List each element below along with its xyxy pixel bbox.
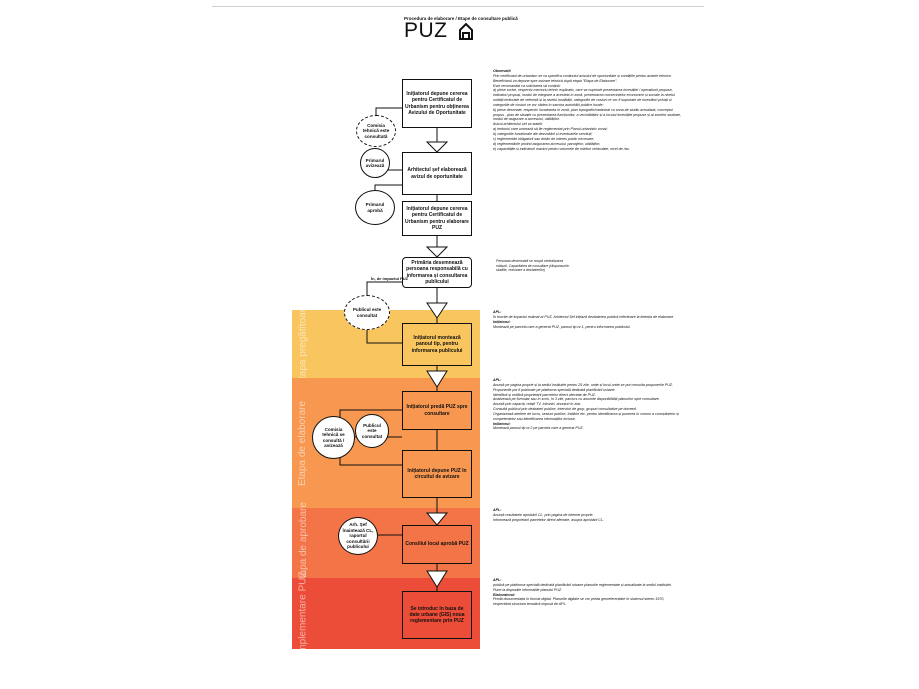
side-note: Persoana desemnată se ocupă centralizare… [496, 259, 570, 273]
top-divider [212, 6, 704, 7]
note-heading: APL: [493, 578, 502, 582]
step-info-panel: Inițiatorul montează panoul tip, pentru … [402, 323, 472, 366]
note-line: Montează panoul tip nr.2 pe parcela care… [493, 426, 584, 431]
note-line: d) reglementările privind asigurarea acc… [493, 141, 601, 146]
note-line: Anunță pe pagina proprie și la sediul in… [493, 382, 673, 387]
step-council-approval: Consiliul local aprobă PUZ [402, 525, 472, 564]
node-public-consulted-elab: Publicul este consultat [355, 414, 389, 448]
note-heading: Inițiatorul: [493, 421, 511, 426]
note-line: Organizează ateliere de lucru, sesiuni p… [493, 411, 679, 421]
note-heading: Observații [493, 69, 511, 73]
notes-implementation: APL:publică pe platforma specială dedica… [493, 578, 683, 607]
node-technical-commission: Comisia tehnică este consultată [356, 115, 396, 147]
stage-approval: Etapa de aprobare [292, 502, 480, 584]
node-public-consulted-prep: Publicul este consultat [344, 295, 390, 330]
note-heading: Elaboratorul: [493, 592, 516, 597]
step-cu-opportunity-request: Inițiatorul depune cererea pentru Certif… [402, 79, 472, 128]
note-line: Este recomandat ca solicitarea să conțin… [493, 83, 561, 88]
note-line: Consultă publicul prin dezbateri publice… [493, 407, 638, 412]
note-line: publică pe platforma specială dedicată p… [493, 582, 672, 587]
note-line: Informează proprietarii parcelelor direc… [493, 517, 604, 522]
node-chief-architect-report: Arh. Șef înaintează CL, raportul consult… [338, 517, 378, 555]
step-submit-consultation: Inițiatorul predă PUZ spre consultare [402, 391, 472, 430]
document-subtitle: Procedura de elaborare / Etape de consul… [404, 16, 518, 21]
node-mayor-endorses: Primarul avizează [360, 148, 390, 178]
note-heading: APL: [493, 378, 502, 382]
document-title: PUZ [404, 19, 448, 42]
note-line: a) piese scrise, respectiv memoriu tehni… [493, 88, 675, 107]
stage-implementation: Implementare PUZ [292, 572, 480, 655]
note-line: Prin certificatul de urbanism se va spec… [493, 73, 672, 78]
note-line: În funcție de impactul estimat al PUZ, A… [493, 314, 674, 319]
step-responsible-person: Primăria desemnează persoana responsabil… [402, 257, 472, 288]
note-line: Propunerile pot fi publicate pe platform… [493, 387, 616, 392]
note-line: Montează pe parcela care a generat PUZ, … [493, 324, 630, 329]
house-icon [459, 22, 473, 40]
note-line: Anunță rezultatele aprobării CL, prin pa… [493, 512, 594, 517]
note-line: Beneficiarul va depune spre avizare tehn… [493, 78, 618, 83]
note-line: Avizul arhitectului șef va stabili: [493, 122, 543, 127]
notes-approval: APL:Anunță rezultatele aprobării CL, pri… [493, 508, 683, 523]
step-opportunity-notice: Arhitectul șef elaborează avizul de opor… [402, 152, 472, 195]
note-line: Pune la dispoziție informațiile planului… [493, 587, 563, 592]
note-line: Analizează pe formular sau în scris, în … [493, 397, 660, 402]
note-line: b) categoriile funcționale ale dezvoltăr… [493, 131, 593, 136]
note-line: b) piese desenate, respectiv încadrarea … [493, 107, 681, 122]
step-gis-database: Se introduc în baza de date urbane (GIS)… [402, 591, 472, 639]
note-heading: Inițiatorul: [493, 319, 511, 324]
note-line: c) reglementări obligatorii sau dotări d… [493, 136, 595, 141]
step-approval-circuit: Inițiatorul depune PUZ în circuitul de a… [402, 450, 472, 498]
notes-elaboration: APL:Anunță pe pagina proprie și la sediu… [493, 378, 683, 431]
node-technical-commission-elab: Comisia tehnică se consultă / avizează [312, 416, 355, 459]
note-line: Predă documentația în format digital. Pl… [493, 597, 665, 607]
note-heading: APL: [493, 310, 502, 314]
note-line: a) teritoriul care urmează să fie reglem… [493, 127, 608, 132]
step-cu-puz-request: Inițiatorul depune cererea pentru Certif… [402, 201, 472, 236]
node-mayor-approves: Primarul aprobă [355, 190, 395, 225]
note-heading: APL: [493, 508, 502, 512]
note-line: Anunță prin capaciți, relații TV, întrun… [493, 402, 582, 407]
impact-label: În, de impactul PUZ [371, 276, 409, 281]
note-line: e) capacitățile și indicatorii maximi pe… [493, 146, 631, 151]
notes-preparatory: APL:În funcție de impactul estimat al PU… [493, 310, 683, 329]
note-line: Identifică și notifică proprietarii parc… [493, 392, 596, 397]
